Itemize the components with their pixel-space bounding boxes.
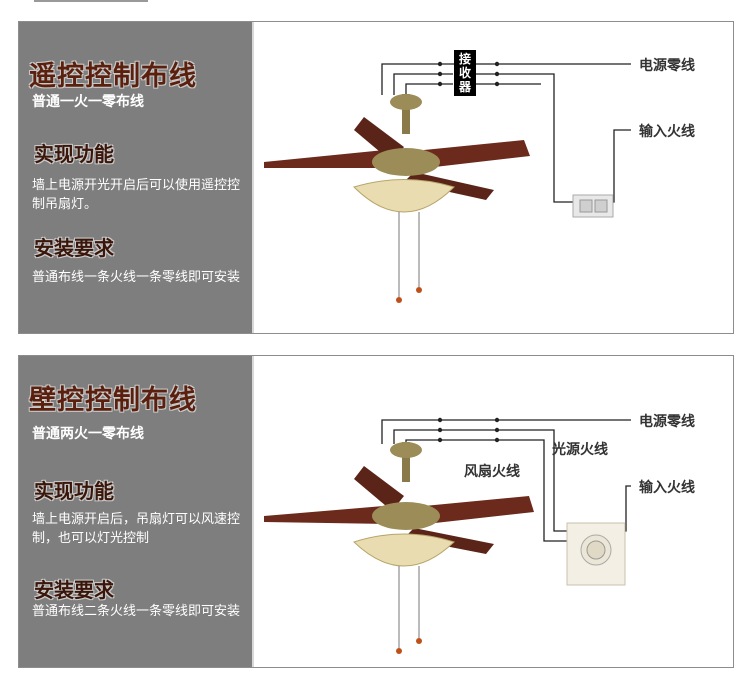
live-input-label: 输入火线 — [639, 480, 695, 496]
neutral-wire-label: 电源零线 — [639, 58, 695, 74]
function-heading: 实现功能 — [34, 142, 114, 166]
top-divider — [34, 0, 148, 2]
wall-control-wiring-panel: 壁控控制布线 普通两火一零布线 实现功能 墙上电源开启后，吊扇灯可以风速控制，也… — [18, 355, 734, 668]
function-text: 墙上电源开光开启后可以使用遥控控制吊扇灯。 — [32, 178, 241, 212]
ceiling-fan-icon — [264, 94, 530, 303]
remote-info-sidebar: 遥控控制布线 普通一火一零布线 实现功能 墙上电源开光开启后可以使用遥控控制吊扇… — [19, 22, 254, 333]
remote-wiring-diagram: 接 收 器 电源零线 输入火线 — [254, 22, 733, 333]
function-heading: 实现功能 — [34, 479, 114, 503]
wall-switch-icon — [572, 194, 614, 218]
wall-wiring-diagram: 电源零线 光源火线 风扇火线 输入火线 — [254, 356, 733, 667]
panel-subtitle: 普通两火一零布线 — [32, 426, 144, 442]
install-heading: 安装要求 — [34, 578, 114, 602]
fan-live-label: 风扇火线 — [464, 464, 520, 480]
install-text: 普通布线二条火线一条零线即可安装 — [32, 604, 241, 619]
receiver-box: 接 收 器 — [454, 50, 476, 96]
remote-wiring-panel: 遥控控制布线 普通一火一零布线 实现功能 墙上电源开光开启后可以使用遥控控制吊扇… — [18, 21, 734, 334]
ceiling-fan-icon — [264, 442, 534, 654]
neutral-wire-label: 电源零线 — [639, 414, 695, 430]
wall-info-sidebar: 壁控控制布线 普通两火一零布线 实现功能 墙上电源开启后，吊扇灯可以风速控制，也… — [19, 356, 254, 667]
light-live-label: 光源火线 — [552, 442, 608, 458]
wiring-lines — [264, 417, 631, 654]
live-input-label: 输入火线 — [639, 124, 695, 140]
wiring-lines — [264, 61, 631, 303]
install-heading: 安装要求 — [34, 236, 114, 260]
panel-title: 壁控控制布线 — [29, 385, 197, 416]
install-text: 普通布线一条火线一条零线即可安装 — [32, 270, 241, 285]
panel-subtitle: 普通一火一零布线 — [32, 94, 144, 110]
panel-title: 遥控控制布线 — [29, 61, 197, 92]
function-text: 墙上电源开启后，吊扇灯可以风速控制，也可以灯光控制 — [32, 512, 241, 546]
dimmer-knob-icon — [566, 522, 626, 586]
